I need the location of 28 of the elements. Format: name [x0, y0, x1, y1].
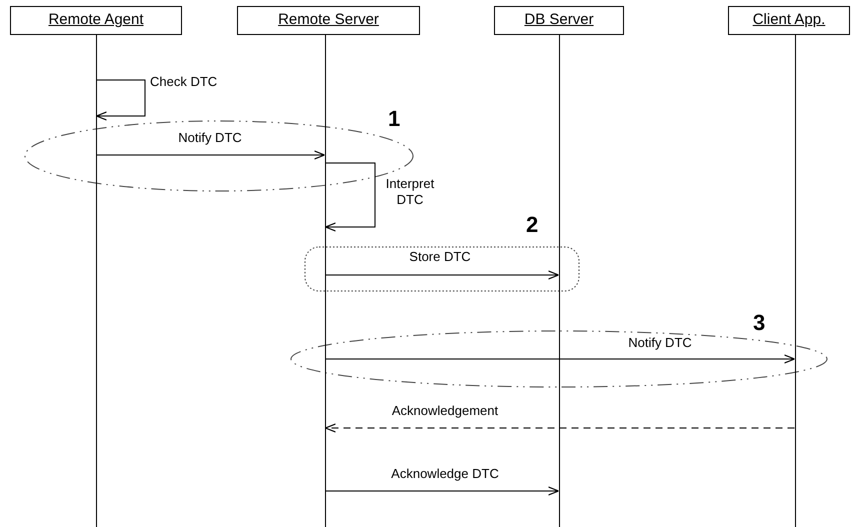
message-label: Check DTC	[150, 74, 218, 90]
message-label: Acknowledgement	[390, 403, 500, 419]
self-message-arrow	[96, 80, 146, 121]
participant-box	[10, 6, 182, 35]
participant-box	[728, 6, 850, 35]
message-label: Interpret DTC	[384, 176, 436, 208]
lifeline	[558, 35, 560, 527]
lifeline	[324, 35, 326, 527]
message-arrow	[325, 354, 796, 364]
step-number: 2	[526, 214, 538, 236]
lifeline	[794, 35, 796, 527]
message-arrow	[96, 150, 326, 160]
participant-name: Remote Server	[278, 10, 379, 30]
message-arrow	[325, 486, 560, 496]
message-label: Acknowledge DTC	[390, 466, 500, 482]
self-message-arrow	[324, 162, 376, 232]
message-label: Notify DTC	[177, 130, 243, 146]
message-label: Store DTC	[408, 249, 472, 265]
step-number: 1	[388, 108, 400, 130]
participant-name: Client App.	[752, 10, 826, 30]
participant-box	[494, 6, 624, 35]
participant-name: Remote Agent	[48, 10, 144, 30]
participant-box	[237, 6, 420, 35]
step-number: 3	[753, 312, 766, 334]
message-label: Notify DTC	[627, 335, 693, 351]
message-arrow	[324, 423, 795, 433]
participant-name: DB Server	[524, 10, 594, 30]
message-arrow	[325, 270, 560, 280]
